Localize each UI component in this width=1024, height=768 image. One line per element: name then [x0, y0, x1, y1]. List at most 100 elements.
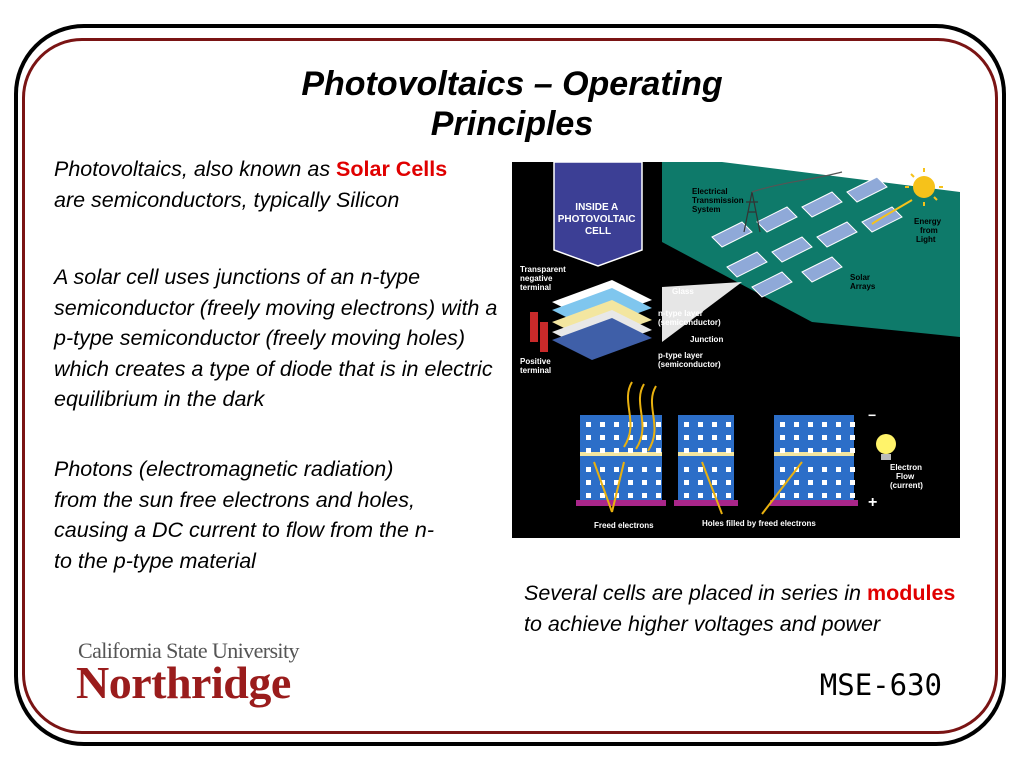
light-bulb-icon — [876, 434, 896, 460]
title-line-2: Principles — [430, 105, 594, 143]
photon-rays — [593, 381, 803, 515]
electron-dot — [614, 448, 619, 453]
electron-dot — [698, 493, 703, 498]
electron-dot — [726, 422, 731, 427]
inside-pv-banner — [553, 162, 643, 267]
sky — [722, 162, 960, 192]
electron-dot — [698, 422, 703, 427]
transmission-tower — [743, 171, 843, 233]
electron-dot — [780, 435, 785, 440]
transmission-label: Electrical Transmission System — [692, 187, 746, 214]
electron-dot — [836, 467, 841, 472]
electron-dot — [642, 448, 647, 453]
electron-dot — [822, 435, 827, 440]
intro-text-b: are semiconductors, typically Silicon — [54, 187, 400, 212]
electron-dot — [822, 493, 827, 498]
electron-dot — [780, 467, 785, 472]
solar-cells-highlight: Solar Cells — [336, 157, 448, 181]
array-ground — [662, 162, 960, 337]
electron-dot — [628, 448, 633, 453]
electron-dot — [808, 493, 813, 498]
sun-icon — [871, 168, 943, 225]
electron-dot — [808, 480, 813, 485]
electron-dot — [684, 422, 689, 427]
electron-dot — [726, 448, 731, 453]
electron-dot — [794, 422, 799, 427]
electron-dot — [656, 467, 661, 472]
electron-dot — [600, 493, 605, 498]
negative-terminal-label: Transparent negative terminal — [520, 265, 568, 292]
logo-line-1: California State University — [78, 638, 299, 663]
electron-dot — [780, 480, 785, 485]
slide-title: Photovoltaics – Operating Principles — [240, 64, 784, 144]
electron-dot — [600, 422, 605, 427]
electron-dot — [614, 480, 619, 485]
csun-logo: California State University Northridge — [76, 638, 318, 714]
arrays-label: Solar Arrays — [850, 273, 876, 291]
electron-dot — [836, 493, 841, 498]
modules-caption: Several cells are placed in series in mo… — [524, 578, 964, 640]
caption-text-b: to achieve higher voltages and power — [524, 612, 881, 636]
electron-dot — [822, 448, 827, 453]
electron-dot — [698, 467, 703, 472]
logo-line-2: Northridge — [76, 657, 291, 708]
electron-dot — [684, 493, 689, 498]
slide-inner-frame — [22, 38, 998, 734]
electron-dot — [794, 480, 799, 485]
paragraph-photons: Photons (electromagnetic radiation) from… — [54, 457, 434, 573]
electron-dot — [600, 480, 605, 485]
electron-dot — [794, 493, 799, 498]
freed-electrons-label: Freed electrons — [594, 521, 654, 530]
glass-label: Glass — [672, 287, 694, 296]
electron-dot — [836, 422, 841, 427]
electron-dot — [642, 467, 647, 472]
electron-dot — [712, 448, 717, 453]
electron-dot — [642, 480, 647, 485]
paragraph-junction: A solar cell uses junctions of an n-type… — [54, 265, 498, 411]
electron-dot — [684, 435, 689, 440]
callout-pointer — [662, 282, 742, 342]
electron-dot — [850, 480, 855, 485]
electron-dot — [712, 480, 717, 485]
electron-dot — [822, 422, 827, 427]
slide-outer-frame — [14, 24, 1006, 746]
electron-dot — [712, 467, 717, 472]
electron-dot — [642, 422, 647, 427]
minus-sign: − — [868, 407, 876, 423]
electron-dot — [586, 422, 591, 427]
electron-dot — [780, 422, 785, 427]
electron-dot — [808, 448, 813, 453]
electron-dot — [642, 435, 647, 440]
electron-dot — [698, 480, 703, 485]
banner-text: INSIDE A PHOTOVOLTAIC CELL — [558, 202, 639, 237]
electron-dot — [850, 448, 855, 453]
intro-text-a: Photovoltaics, also known as — [54, 157, 337, 181]
electron-dot — [642, 493, 647, 498]
electron-dot — [698, 448, 703, 453]
electron-dot — [614, 467, 619, 472]
electron-dot — [850, 422, 855, 427]
electron-dot — [822, 480, 827, 485]
electron-dot — [836, 480, 841, 485]
electron-dot — [794, 435, 799, 440]
electron-dot — [836, 448, 841, 453]
electron-dot — [656, 435, 661, 440]
electron-dot — [684, 467, 689, 472]
electron-dot — [614, 435, 619, 440]
title-line-1: Photovoltaics – Operating — [301, 65, 723, 103]
electron-dot — [850, 435, 855, 440]
electron-dot — [712, 435, 717, 440]
electron-dot — [600, 467, 605, 472]
electron-dot — [628, 493, 633, 498]
caption-text-a: Several cells are placed in series in — [524, 581, 867, 605]
electron-dots — [586, 422, 855, 498]
electron-flow-label: Electron Flow (current) — [890, 463, 924, 490]
electron-dot — [628, 467, 633, 472]
electron-dot — [850, 493, 855, 498]
electron-dot — [780, 493, 785, 498]
p-type-label: p-type layer (semiconductor) — [658, 351, 721, 369]
electron-dot — [684, 448, 689, 453]
electron-dot — [600, 435, 605, 440]
positive-terminal-label: Positive terminal — [520, 357, 553, 375]
electron-dot — [614, 422, 619, 427]
